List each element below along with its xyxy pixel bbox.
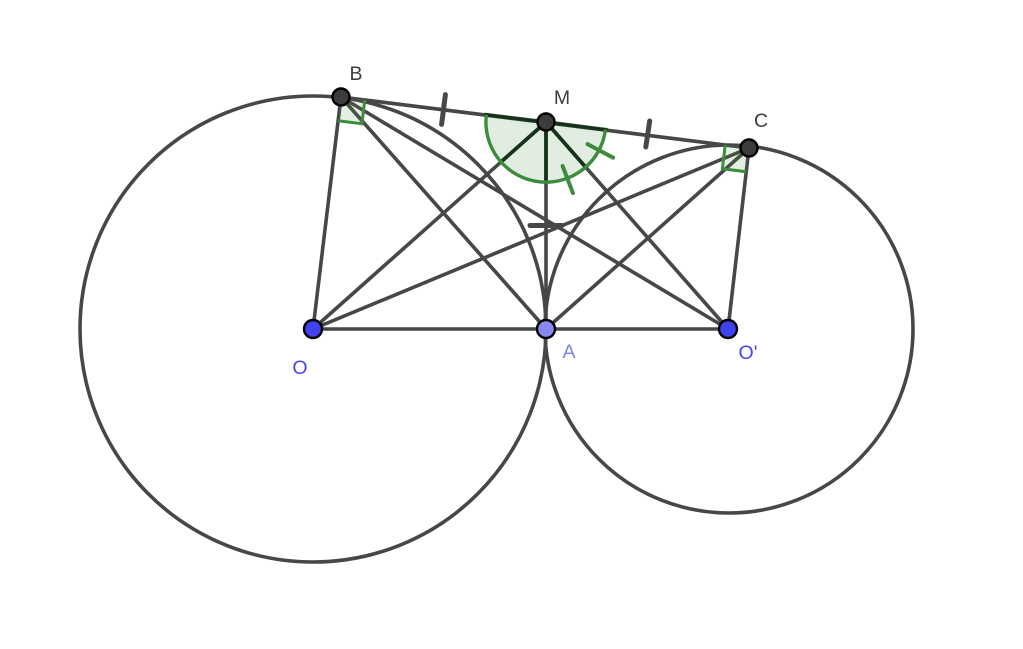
angle-tick-OprimeMC	[585, 142, 616, 160]
right-angle-B	[337, 99, 367, 126]
right-angle-C	[720, 144, 747, 174]
segment-C-Oprime[interactable]	[726, 146, 751, 331]
radial-MOprime	[544, 120, 589, 170]
point-O-prime[interactable]	[717, 318, 739, 340]
label-O-prime: O'	[739, 342, 758, 364]
label-M: M	[554, 87, 570, 109]
tick-MC	[643, 118, 653, 150]
radial-MC	[545, 120, 608, 132]
label-C: C	[754, 110, 768, 132]
segment-B-Oprime[interactable]	[339, 95, 730, 331]
point-C[interactable]	[739, 138, 759, 158]
label-O: O	[292, 357, 307, 379]
point-M[interactable]	[536, 112, 556, 132]
point-A[interactable]	[535, 318, 557, 340]
segment-C-O[interactable]	[311, 146, 751, 331]
point-O[interactable]	[302, 318, 324, 340]
point-B[interactable]	[331, 87, 351, 107]
label-A: A	[562, 341, 575, 363]
angle-BMC-arc	[484, 114, 608, 184]
label-B: B	[349, 63, 362, 85]
tick-BM	[439, 92, 448, 127]
segment-B-O[interactable]	[311, 95, 343, 331]
radial-MB	[484, 112, 547, 124]
radial-MO	[498, 120, 548, 165]
angle-tick-AMOprime	[560, 164, 575, 196]
